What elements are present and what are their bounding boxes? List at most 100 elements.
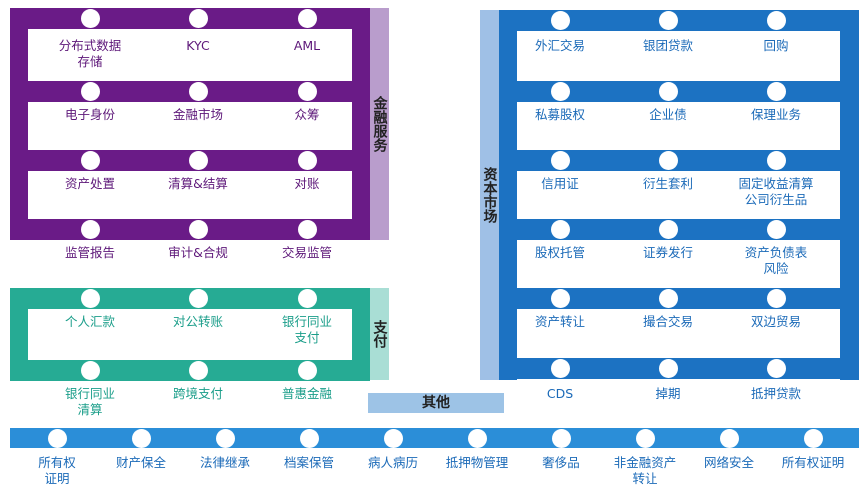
finance-item: 监管报告 (64, 245, 115, 260)
other-item: 所有权 证明 (38, 455, 76, 486)
other-node (299, 428, 319, 448)
finance-item: 审计&合规 (168, 245, 228, 260)
finance-item: 资产处置 (64, 176, 115, 191)
finance-node (188, 151, 208, 170)
capital-item: 外汇交易 (534, 38, 585, 53)
capital-node (550, 151, 570, 170)
finance-item: 对账 (294, 176, 320, 191)
finance-item: 清算&结算 (168, 176, 228, 191)
payment-node (80, 361, 100, 380)
finance-item: KYC (186, 38, 210, 53)
payment-item: 跨境支付 (172, 386, 223, 401)
capital-label: 资本市场 (480, 10, 499, 380)
capital-item: 撮合交易 (642, 314, 693, 329)
capital-item: 企业债 (649, 107, 687, 122)
capital-node (766, 220, 786, 239)
capital-item: 掉期 (655, 386, 681, 401)
capital-item: 资产转让 (534, 314, 585, 329)
finance-spine (10, 8, 28, 240)
other-node (131, 428, 151, 448)
payment-item: 个人汇款 (64, 314, 115, 329)
capital-item: 信用证 (541, 176, 579, 191)
capital-item: 抵押贷款 (750, 386, 801, 401)
finance-node (80, 220, 100, 239)
finance-node (297, 82, 317, 101)
payment-label: 支付 (370, 288, 389, 380)
capital-node (658, 220, 678, 239)
capital-spine (499, 10, 517, 380)
capital-node (658, 11, 678, 30)
other-item: 法律继承 (199, 455, 250, 470)
finance-node (80, 151, 100, 170)
capital-item: 证券发行 (642, 245, 693, 260)
finance-item: 交易监管 (281, 245, 332, 260)
payment-item: 银行同业 支付 (281, 314, 332, 345)
capital-item: 资产负债表 风险 (744, 245, 808, 276)
other-item: 奢侈品 (542, 455, 580, 470)
capital-item: 保理业务 (750, 107, 801, 122)
other-item: 抵押物管理 (445, 455, 509, 470)
capital-node (550, 220, 570, 239)
other-node (719, 428, 739, 448)
payment-node (188, 289, 208, 308)
capital-node (550, 11, 570, 30)
capital-item: 固定收益清算 公司衍生品 (738, 176, 814, 207)
other-label: 其他 (368, 393, 504, 413)
capital-node (766, 151, 786, 170)
other-node (803, 428, 823, 448)
capital-node (658, 151, 678, 170)
payment-node (297, 361, 317, 380)
other-node (383, 428, 403, 448)
finance-node (297, 220, 317, 239)
finance-label: 金融服务 (370, 8, 389, 240)
capital-node (766, 82, 786, 101)
other-item: 财产保全 (115, 455, 166, 470)
finance-node (188, 9, 208, 28)
capital-node (658, 289, 678, 308)
capital-node (658, 82, 678, 101)
capital-item: 衍生套利 (642, 176, 693, 191)
other-item: 病人病历 (367, 455, 418, 470)
other-node (215, 428, 235, 448)
finance-node (80, 82, 100, 101)
capital-item: 银团贷款 (642, 38, 693, 53)
other-node (467, 428, 487, 448)
capital-node (766, 289, 786, 308)
other-item: 非金融资产 转让 (613, 455, 677, 486)
other-item: 所有权证明 (781, 455, 845, 470)
finance-node (188, 220, 208, 239)
capital-item: 回购 (763, 38, 789, 53)
payment-node (297, 289, 317, 308)
payment-spine (10, 288, 28, 380)
payment-item: 对公转账 (172, 314, 223, 329)
other-node (635, 428, 655, 448)
finance-node (80, 9, 100, 28)
finance-node (297, 151, 317, 170)
other-node (551, 428, 571, 448)
other-item: 网络安全 (703, 455, 754, 470)
payment-item: 银行同业 清算 (64, 386, 115, 417)
capital-spine-right (840, 10, 859, 380)
payment-node (80, 289, 100, 308)
finance-spine-right (352, 8, 370, 240)
capital-node (766, 359, 786, 378)
finance-node (297, 9, 317, 28)
other-item: 档案保管 (283, 455, 334, 470)
capital-item: 股权托管 (534, 245, 585, 260)
finance-item: AML (293, 38, 321, 53)
other-node (47, 428, 67, 448)
capital-node (658, 359, 678, 378)
capital-node (550, 359, 570, 378)
payment-spine-right (352, 288, 370, 380)
capital-item: CDS (546, 386, 574, 401)
capital-node (550, 82, 570, 101)
finance-node (188, 82, 208, 101)
payment-item: 普惠金融 (281, 386, 332, 401)
capital-item: 私募股权 (534, 107, 585, 122)
finance-item: 电子身份 (64, 107, 115, 122)
payment-node (188, 361, 208, 380)
capital-node (766, 11, 786, 30)
finance-item: 金融市场 (172, 107, 223, 122)
finance-item: 分布式数据 存储 (58, 38, 122, 69)
capital-node (550, 289, 570, 308)
